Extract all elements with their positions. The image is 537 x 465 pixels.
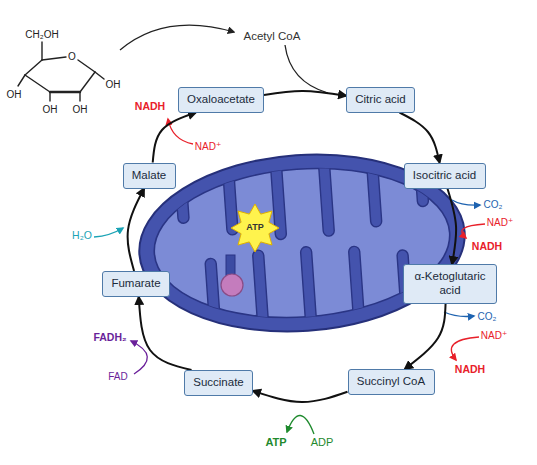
- crista: [174, 158, 190, 224]
- node-label: Oxaloacetate: [187, 93, 256, 107]
- cycle-arrow: [264, 91, 346, 96]
- bond: [95, 72, 104, 79]
- side-arrow: [452, 200, 480, 205]
- glucose-structure: [18, 42, 104, 101]
- molecule-label: Acetyl CoA: [244, 30, 301, 43]
- node-label: Citric acid: [355, 93, 407, 107]
- side-arrow: [287, 415, 314, 434]
- bond: [79, 92, 80, 101]
- cofactor-label: FADH₂: [93, 332, 126, 344]
- atom-label: OH: [43, 104, 58, 115]
- atom-label: OH: [73, 104, 88, 115]
- cycle-arrow: [400, 113, 440, 163]
- atom-label: OH: [7, 89, 22, 100]
- synthase-head: [221, 274, 243, 296]
- process-box: Isocitric acid: [404, 163, 486, 189]
- process-box: Succinyl CoA: [348, 369, 435, 395]
- cycle-arrow: [447, 189, 456, 265]
- bond: [42, 57, 66, 60]
- atom-label: OH: [106, 79, 121, 90]
- crista: [348, 246, 365, 339]
- node-label: Isocitric acid: [412, 169, 477, 183]
- cofactor-label: NADH: [472, 241, 502, 253]
- byproduct-label: CO₂: [478, 311, 497, 322]
- cofactor-label: NADH: [455, 364, 485, 376]
- reactant-label: H₂O: [72, 230, 92, 242]
- crista: [300, 246, 318, 342]
- energy-label: ATP: [265, 436, 286, 448]
- cycle-arrow: [405, 304, 446, 369]
- process-box: Fumarate: [102, 271, 170, 297]
- process-box: Citric acid: [346, 87, 415, 113]
- node-label: α-Ketoglutaric acid: [412, 270, 488, 298]
- bond: [50, 91, 80, 93]
- atom-label: O: [68, 51, 76, 62]
- bond: [41, 42, 42, 60]
- side-arrow: [444, 312, 474, 317]
- bond: [78, 60, 95, 72]
- process-box: Oxaloacetate: [178, 87, 264, 113]
- byproduct-label: CO₂: [484, 199, 503, 210]
- cofactor-label: NADH: [135, 101, 165, 113]
- process-box: α-Ketoglutaric acid: [403, 264, 497, 304]
- bond: [25, 60, 42, 75]
- process-box: Malate: [123, 163, 176, 189]
- atp-burst: [231, 204, 279, 252]
- energy-label: ATP: [246, 223, 263, 233]
- bond: [80, 72, 95, 92]
- crista: [365, 145, 382, 228]
- cofactor-label: FAD: [108, 371, 127, 382]
- cycle-arrow: [153, 113, 196, 163]
- cycle-arrow: [128, 189, 144, 272]
- crista: [205, 258, 222, 349]
- node-label: Malate: [131, 169, 167, 183]
- cofactor-label: NAD⁺: [481, 330, 507, 341]
- energy-label: ADP: [311, 436, 334, 448]
- crista: [222, 155, 239, 236]
- pathway-arrow: [120, 25, 234, 50]
- node-label: Succinate: [193, 376, 245, 390]
- cristae: [174, 141, 438, 350]
- side-arrow: [94, 228, 123, 237]
- bond: [49, 92, 50, 101]
- bond: [25, 75, 50, 92]
- side-arrow: [131, 341, 147, 374]
- cycle-arrow: [139, 297, 192, 370]
- crista: [252, 250, 270, 346]
- bond: [18, 75, 25, 86]
- node-label: Succinyl CoA: [356, 375, 426, 389]
- cofactor-label: NAD⁺: [487, 217, 513, 228]
- cofactor-label: NAD⁺: [195, 141, 221, 152]
- process-box: Succinate: [184, 370, 253, 396]
- crista: [317, 148, 334, 237]
- cycle-arrow: [253, 391, 348, 402]
- atom-label: CH₂OH: [25, 29, 58, 40]
- side-arrow: [451, 337, 479, 360]
- merge-line: [285, 45, 328, 93]
- side-arrow: [462, 224, 485, 238]
- node-label: Fumarate: [111, 277, 162, 291]
